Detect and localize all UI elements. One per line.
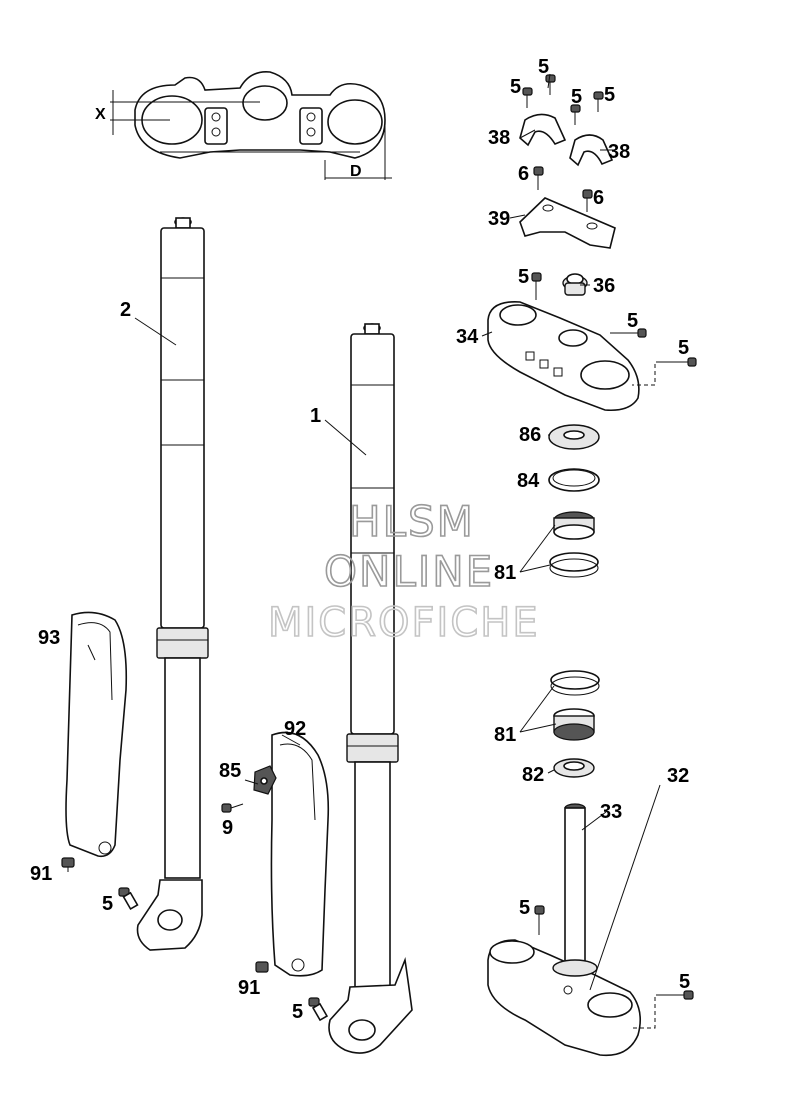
bolt-5-left [118, 887, 139, 911]
callout-labels: 2 1 93 92 85 9 91 5 91 5 5 5 5 5 38 38 6… [30, 56, 690, 1023]
bolt-5-lower-clamp-right [630, 990, 694, 1029]
fork-guard-92 [270, 731, 330, 977]
watermark-line-1: HLSM [349, 497, 475, 546]
clip-85 [253, 765, 277, 795]
callout-93: 93 [38, 627, 60, 649]
callout-39: 39 [488, 208, 510, 230]
callout-5-top-right-b: 5 [604, 84, 615, 106]
fork-leg-2 [136, 217, 209, 951]
bolt-5-top-right-b [593, 91, 604, 112]
ring-84 [548, 468, 600, 492]
bolt-6-right [582, 189, 593, 212]
lower-triple-clamp-32 [487, 939, 641, 1057]
fork-leg-1 [328, 323, 413, 1054]
screw-9 [221, 803, 244, 813]
callout-82: 82 [522, 764, 544, 786]
bolt-5-clamp-right-b [632, 357, 697, 386]
upper-triple-clamp-34 [487, 301, 640, 412]
callout-32: 32 [667, 765, 689, 787]
bolt-5-center [308, 997, 329, 1022]
callout-92: 92 [284, 718, 306, 740]
bolt-5-top-right-a [570, 104, 581, 125]
watermark-line-2: ONLINE [324, 547, 494, 596]
watermark: HLSM ONLINE MICROFICHE [267, 496, 540, 647]
callout-5-lower-clamp: 5 [519, 897, 530, 919]
handlebar-mount-39 [519, 197, 616, 249]
callout-91-center: 91 [238, 977, 260, 999]
steering-stem-33 [564, 803, 586, 969]
callout-5-top: 5 [538, 56, 549, 78]
bolt-91-left [61, 857, 75, 872]
callout-81-lower: 81 [494, 724, 516, 746]
callout-91-left: 91 [30, 863, 52, 885]
callout-5-clamp-right-b: 5 [678, 337, 689, 359]
callout-6-left: 6 [518, 163, 529, 185]
callout-36: 36 [593, 275, 615, 297]
bolt-5-top [545, 74, 556, 95]
callout-5-left: 5 [102, 893, 113, 915]
dimension-d-label: D [350, 163, 362, 180]
callout-85: 85 [219, 760, 241, 782]
callout-1: 1 [310, 405, 321, 427]
handlebar-clamp-38-left [519, 113, 567, 147]
callout-5-lower-clamp-right: 5 [679, 971, 690, 993]
dimension-x-label: X [95, 106, 106, 123]
callout-5-upper-clamp: 5 [518, 266, 529, 288]
callout-34: 34 [456, 326, 479, 348]
callout-38-left: 38 [488, 127, 510, 149]
callout-5-clamp-right-a: 5 [627, 310, 638, 332]
bearing-81-lower [553, 708, 595, 741]
callout-5-top-left: 5 [510, 76, 521, 98]
bolt-5-upper-clamp [531, 272, 542, 300]
triple-clamp-dimension-view [110, 71, 392, 180]
race-81-upper [549, 552, 599, 578]
callout-5-top-right-a: 5 [571, 86, 582, 108]
handlebar-clamp-38-right [569, 134, 614, 167]
callout-84: 84 [517, 470, 540, 492]
callout-33: 33 [600, 801, 622, 823]
bolt-6-left [533, 166, 544, 190]
nut-36 [562, 273, 588, 296]
callout-38-right: 38 [608, 141, 630, 163]
callout-6-right: 6 [593, 187, 604, 209]
callout-9: 9 [222, 817, 233, 839]
bearing-81-upper [553, 511, 595, 540]
callout-2: 2 [120, 299, 131, 321]
leader-lines [87, 73, 661, 991]
bolt-5-clamp-right-a [610, 328, 647, 338]
watermark-line-3: MICROFICHE [268, 600, 540, 646]
race-81-lower [550, 670, 600, 696]
bolt-91-center [255, 961, 269, 973]
seal-82 [553, 758, 595, 778]
callout-5-center: 5 [292, 1001, 303, 1023]
bolt-5-lower-clamp [534, 905, 545, 935]
bolt-5-top-left [522, 87, 533, 108]
seal-86 [548, 424, 600, 450]
fork-guard-93 [65, 611, 128, 858]
callout-86: 86 [519, 424, 541, 446]
callout-81-upper: 81 [494, 562, 516, 584]
